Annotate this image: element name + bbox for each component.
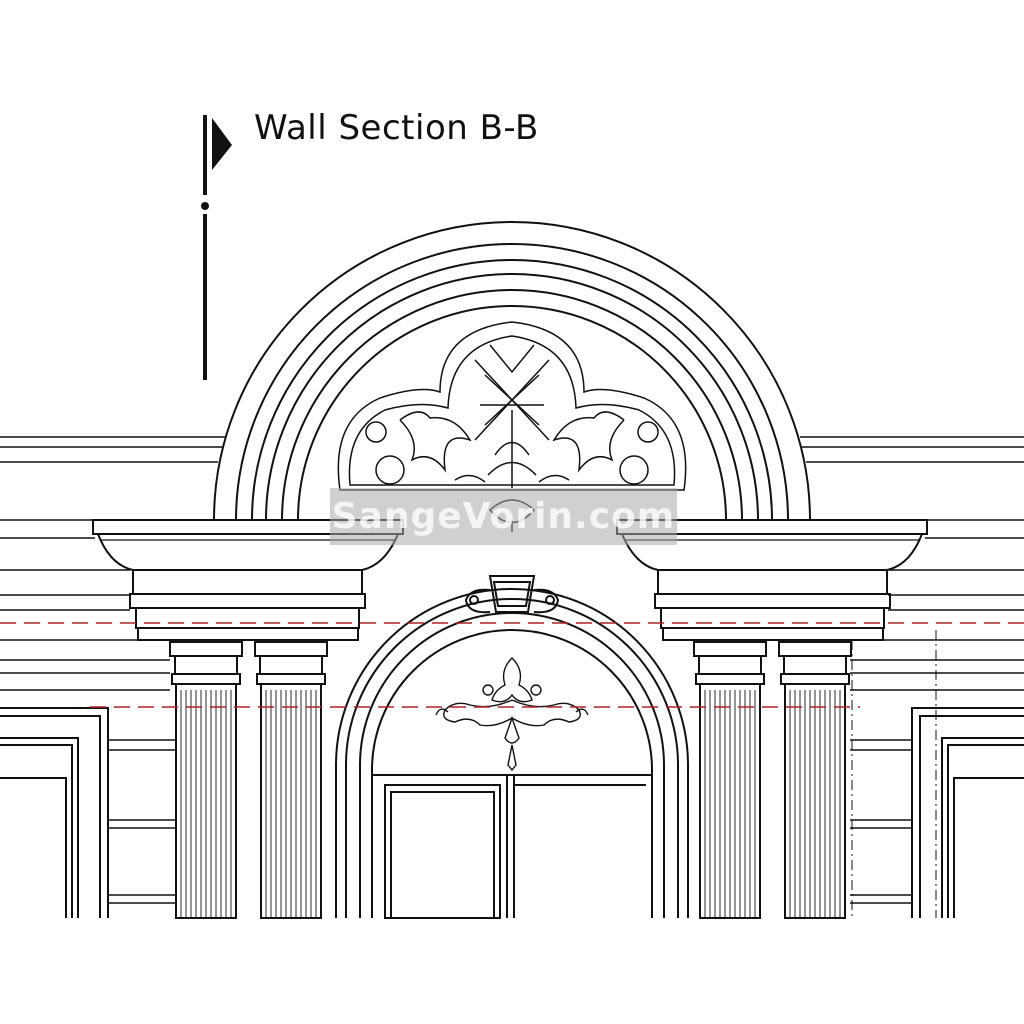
left-entablature [92, 519, 404, 641]
door-arch [335, 588, 689, 919]
red-centerlines [0, 622, 1024, 708]
wall-background-lines [0, 436, 1024, 918]
upper-arch [213, 221, 811, 521]
right-window-frame [911, 707, 1024, 918]
keystone [464, 575, 560, 614]
section-title: Wall Section B-B [254, 108, 539, 148]
watermark-background [330, 488, 677, 545]
left-window-frame [0, 707, 109, 918]
section-cut-marker [201, 115, 232, 380]
tympanum-ornament [337, 321, 687, 532]
door-ornament [435, 657, 589, 772]
column-flutes [180, 690, 841, 918]
watermark-text: SangeVorin.com [331, 496, 676, 537]
